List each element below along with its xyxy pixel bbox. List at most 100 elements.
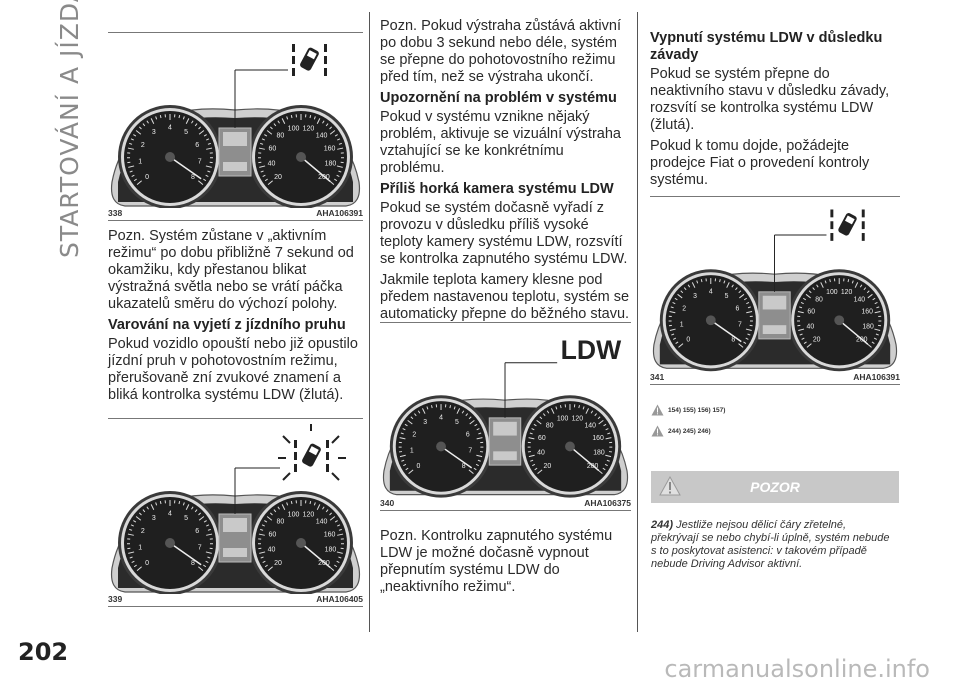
svg-text:4: 4 (709, 288, 713, 295)
svg-text:120: 120 (841, 289, 853, 296)
svg-text:100: 100 (826, 289, 838, 296)
svg-text:7: 7 (198, 158, 202, 165)
svg-text:0: 0 (145, 560, 149, 567)
svg-text:LDW: LDW (561, 335, 622, 365)
figure-code: AHA106391 (853, 372, 900, 382)
svg-text:3: 3 (152, 515, 156, 522)
svg-text:60: 60 (538, 435, 546, 442)
svg-text:0: 0 (686, 337, 690, 344)
svg-text:80: 80 (815, 296, 823, 303)
svg-text:20: 20 (274, 560, 282, 567)
figure-number: 339 (108, 594, 122, 604)
svg-text:120: 120 (303, 125, 315, 132)
svg-text:180: 180 (325, 160, 337, 167)
instrument-cluster-illustration: 01234567820406080100120140160180200LDW (380, 322, 631, 498)
page-number: 202 (18, 638, 68, 666)
svg-text:160: 160 (861, 309, 873, 316)
svg-text:6: 6 (195, 528, 199, 535)
watermark: carmanualsonline.info (664, 655, 930, 683)
svg-text:20: 20 (813, 337, 821, 344)
svg-text:2: 2 (141, 142, 145, 149)
warning-triangle-icon (651, 425, 664, 437)
svg-text:100: 100 (288, 125, 300, 132)
section-heading: Vypnutí systému LDW v důsledku závady (650, 30, 900, 64)
section-heading: Upozornění na problém v systému (380, 90, 630, 107)
reference-numbers: 154) 155) 156) 157) (668, 407, 725, 414)
svg-text:4: 4 (168, 511, 172, 518)
svg-text:7: 7 (468, 448, 472, 455)
svg-text:80: 80 (546, 422, 554, 429)
column-divider (369, 12, 370, 632)
svg-text:3: 3 (693, 293, 697, 300)
svg-text:60: 60 (269, 145, 277, 152)
svg-text:4: 4 (168, 125, 172, 132)
svg-text:160: 160 (592, 435, 604, 442)
svg-text:180: 180 (325, 546, 337, 553)
svg-text:1: 1 (410, 448, 414, 455)
svg-text:4: 4 (439, 414, 443, 421)
svg-text:160: 160 (324, 531, 336, 538)
paragraph: Pokud v systému vznikne nějaký problém, … (380, 109, 630, 177)
svg-text:100: 100 (288, 511, 300, 518)
warning-triangle-icon (659, 476, 681, 496)
svg-text:0: 0 (145, 174, 149, 181)
section-heading: Příliš horká kamera systému LDW (380, 181, 630, 198)
svg-text:140: 140 (584, 422, 596, 429)
caution-note: 244) Jestliže nejsou dělicí čáry zřeteln… (651, 519, 893, 571)
svg-text:1: 1 (680, 322, 684, 329)
svg-text:140: 140 (854, 296, 866, 303)
note-text: Jestliže nejsou dělicí čáry zřetelné, př… (651, 519, 889, 570)
svg-text:2: 2 (141, 528, 145, 535)
note-number: 244) (651, 519, 673, 531)
svg-text:5: 5 (184, 129, 188, 136)
reference-numbers: 244) 245) 246) (668, 428, 711, 435)
svg-text:0: 0 (416, 463, 420, 470)
figure-code: AHA106375 (584, 498, 631, 508)
svg-text:7: 7 (198, 544, 202, 551)
svg-text:5: 5 (725, 293, 729, 300)
caution-banner: POZOR (651, 471, 899, 503)
paragraph: Pokud k tomu dojde, požádejte prodejce F… (650, 138, 900, 189)
svg-text:3: 3 (423, 419, 427, 426)
svg-text:40: 40 (268, 160, 276, 167)
svg-text:80: 80 (277, 519, 285, 526)
svg-text:5: 5 (184, 515, 188, 522)
caution-title: POZOR (750, 479, 800, 495)
paragraph: Pokud se systém dočasně vyřadí z provozu… (380, 200, 630, 268)
svg-text:7: 7 (738, 322, 742, 329)
svg-text:6: 6 (195, 142, 199, 149)
svg-text:140: 140 (316, 133, 328, 140)
paragraph: Pozn. Kontrolku zapnutého systému LDW je… (380, 528, 630, 596)
svg-text:140: 140 (316, 519, 328, 526)
svg-text:120: 120 (572, 415, 584, 422)
svg-text:40: 40 (807, 323, 815, 330)
svg-text:20: 20 (544, 463, 552, 470)
svg-text:6: 6 (466, 431, 470, 438)
svg-text:120: 120 (303, 511, 315, 518)
paragraph: Jakmile teplota kamery klesne pod předem… (380, 272, 630, 323)
svg-text:180: 180 (593, 450, 605, 457)
figure-code: AHA106405 (316, 594, 363, 604)
paragraph: Pozn. Pokud výstraha zůstává aktivní po … (380, 18, 630, 86)
svg-text:6: 6 (736, 305, 740, 312)
figure-number: 338 (108, 208, 122, 218)
svg-text:1: 1 (138, 158, 142, 165)
svg-text:1: 1 (138, 544, 142, 551)
paragraph: Pozn. Systém zůstane v „aktivním režimu“… (108, 228, 363, 313)
svg-text:2: 2 (412, 431, 416, 438)
svg-text:60: 60 (807, 309, 815, 316)
svg-text:180: 180 (862, 323, 874, 330)
warning-references-row: 154) 155) 156) 157) (651, 404, 725, 416)
paragraph: Pokud vozidlo opouští nebo již opustilo … (108, 336, 363, 404)
svg-text:160: 160 (324, 145, 336, 152)
figure-number: 341 (650, 372, 664, 382)
warning-triangle-icon (651, 404, 664, 416)
paragraph: Pokud se systém přepne do neaktivního st… (650, 66, 900, 134)
svg-text:2: 2 (682, 305, 686, 312)
svg-text:5: 5 (455, 419, 459, 426)
